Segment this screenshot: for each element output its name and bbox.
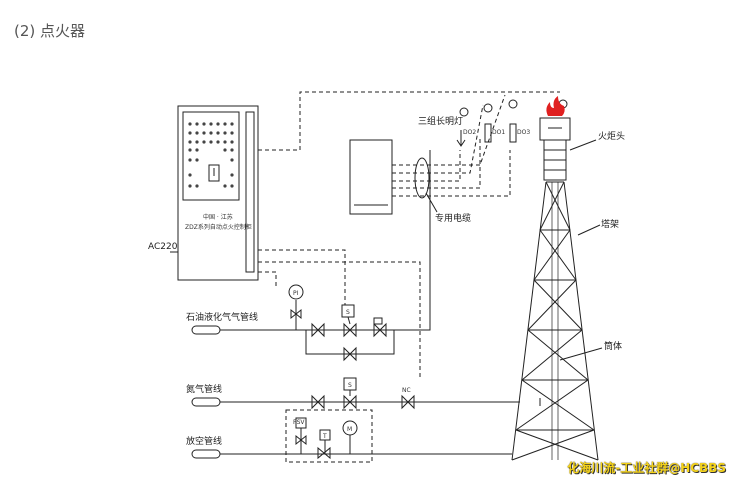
vent-line-label: 放空管线 xyxy=(186,435,222,447)
flare-head xyxy=(539,117,571,181)
junction-box xyxy=(349,139,393,215)
temp-label: T xyxy=(322,433,327,440)
tower-label: 塔架 xyxy=(601,218,619,230)
panel-text-1: 中国 · 江苏 xyxy=(203,213,233,221)
cabinet-switch xyxy=(208,164,220,182)
lamps-label: 三组长明灯 xyxy=(418,115,463,127)
power-label: AC220 xyxy=(148,242,178,252)
motor-label: M xyxy=(347,426,352,433)
panel-text-2: ZDZ系列自动点火控制柜 xyxy=(185,223,252,231)
solenoid-label-2: S xyxy=(348,382,352,389)
lamp-tag-2: DO1 xyxy=(492,129,505,136)
lpg-line-label: 石油液化气气管线 xyxy=(186,311,258,323)
safety-valve-label: PSV xyxy=(293,419,305,426)
section-heading: (2) 点火器 xyxy=(14,22,86,40)
check-valve-label: NC xyxy=(402,387,411,394)
watermark: 化海川流-工业社群@HCBBS xyxy=(567,461,726,475)
flare-tower xyxy=(511,181,599,461)
control-cabinet xyxy=(177,105,259,281)
n2-pipeline xyxy=(191,377,541,410)
lamp-tag-1: DO2 xyxy=(463,129,476,136)
lpg-pipeline xyxy=(191,150,431,362)
pressure-gauge-label: PI xyxy=(293,290,299,297)
cable-loop xyxy=(414,157,430,199)
lamp-tag-3: DO3 xyxy=(517,129,530,136)
cable-label: 专用电缆 xyxy=(435,212,471,224)
fire-head-label: 火炬头 xyxy=(598,130,625,142)
solenoid-label-1: S xyxy=(346,309,350,316)
stack-label: 筒体 xyxy=(604,340,622,352)
flame-icon xyxy=(546,96,565,116)
n2-line-label: 氮气管线 xyxy=(186,383,222,395)
vent-pipeline xyxy=(191,409,512,463)
cabinet-indicators xyxy=(188,122,234,188)
